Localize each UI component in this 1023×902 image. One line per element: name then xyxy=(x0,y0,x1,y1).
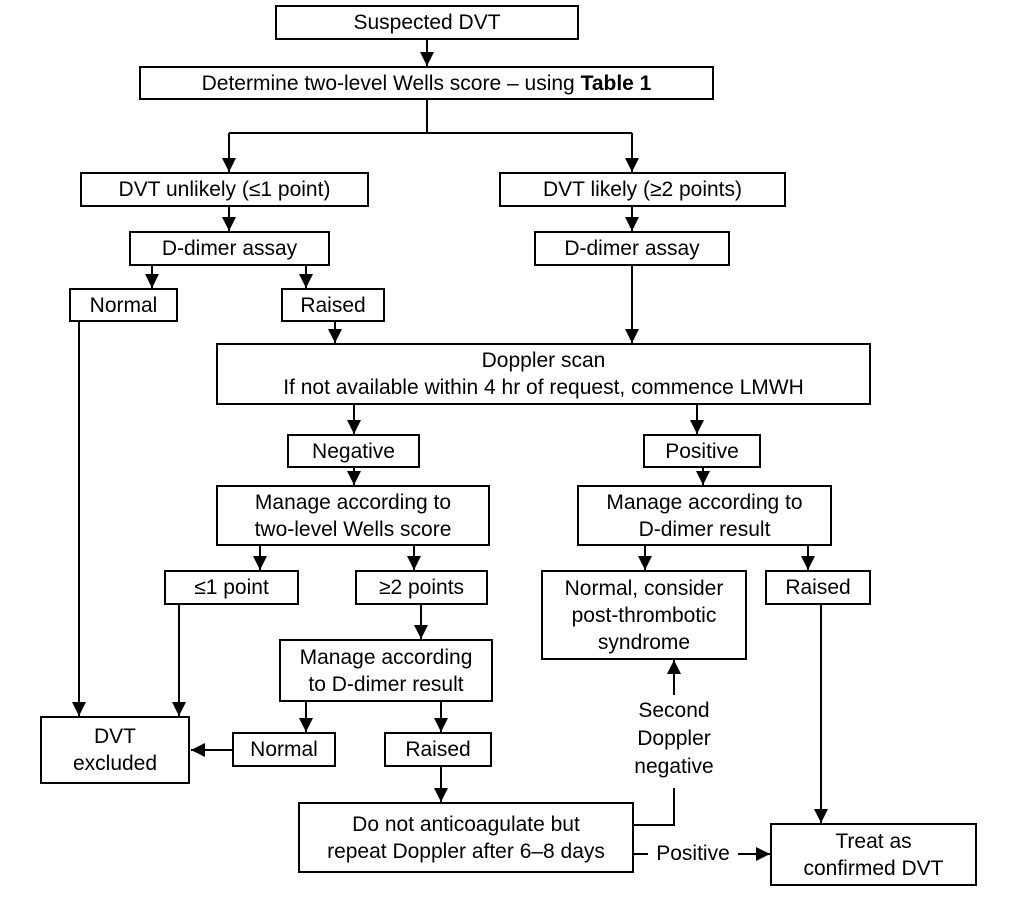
normal-top-box: Normal xyxy=(69,288,178,322)
suspected-dvt-text: Suspected DVT xyxy=(353,11,501,34)
ge2-points-box: ≥2 points xyxy=(355,570,488,605)
normal-top-text: Normal xyxy=(89,293,158,317)
manage-ddimer-right-line1: Manage according to xyxy=(606,490,803,514)
d-dimer-right-box: D-dimer assay xyxy=(534,231,730,266)
dvt-unlikely-text: DVT unlikely (≤1 point) xyxy=(118,178,331,201)
repeat-doppler-line2: repeat Doppler after 6–8 days xyxy=(327,839,605,863)
le1-point-text: ≤1 point xyxy=(194,576,269,599)
arrow-repeat-to-second-negative xyxy=(634,788,675,826)
le1-point-box: ≤1 point xyxy=(164,570,299,605)
normal-pts-line2: post-thrombotic xyxy=(571,603,717,627)
manage-ddimer-mid-line1: Manage according xyxy=(299,645,473,669)
raised-right-box: Raised xyxy=(765,570,871,605)
raised-mid-text: Raised xyxy=(405,738,471,761)
positive-edge-label: Positive xyxy=(648,840,738,868)
normal-mid-box: Normal xyxy=(232,732,336,767)
positive-text: Positive xyxy=(665,439,739,463)
normal-mid-text: Normal xyxy=(250,738,318,761)
raised-right-text: Raised xyxy=(785,576,851,599)
suspected-dvt-box: Suspected DVT xyxy=(275,5,579,40)
doppler-scan-box: Doppler scan If not available within 4 h… xyxy=(216,343,871,405)
second-doppler-negative-line1: Second xyxy=(638,699,710,722)
dvt-likely-text: DVT likely (≥2 points) xyxy=(542,178,743,201)
second-doppler-negative-line3: negative xyxy=(634,755,714,778)
repeat-doppler-line1: Do not anticoagulate but xyxy=(352,812,580,836)
manage-ddimer-mid-box: Manage according to D-dimer result xyxy=(279,639,493,702)
wells-score-box: Determine two-level Wells score – using … xyxy=(139,66,714,100)
dvt-unlikely-box: DVT unlikely (≤1 point) xyxy=(80,172,369,207)
treat-confirmed-line1: Treat as xyxy=(835,829,912,853)
doppler-scan-title: Doppler scan xyxy=(481,349,606,372)
second-doppler-negative-line2: Doppler xyxy=(637,727,711,750)
second-doppler-negative-label: Second Doppler negative xyxy=(612,697,736,781)
raised-mid-box: Raised xyxy=(384,732,492,767)
table-1-reference: Table 1 xyxy=(580,71,652,95)
raised-top-box: Raised xyxy=(281,288,385,322)
repeat-doppler-box: Do not anticoagulate but repeat Doppler … xyxy=(298,802,634,873)
normal-pts-line1: Normal, consider xyxy=(564,576,724,600)
ge2-points-text: ≥2 points xyxy=(378,576,465,599)
d-dimer-left-text: D-dimer assay xyxy=(161,237,298,260)
dvt-excluded-line2: excluded xyxy=(72,752,158,775)
wells-score-text: Determine two-level Wells score – using … xyxy=(201,71,652,95)
normal-pts-line3: syndrome xyxy=(597,630,691,654)
negative-text: Negative xyxy=(312,439,395,463)
doppler-scan-note: If not available within 4 hr of request,… xyxy=(283,376,804,399)
treat-confirmed-box: Treat as confirmed DVT xyxy=(770,823,977,886)
manage-wells-box: Manage according to two-level Wells scor… xyxy=(216,485,490,546)
manage-wells-line1: Manage according to xyxy=(254,490,452,514)
d-dimer-right-text: D-dimer assay xyxy=(564,237,700,260)
manage-ddimer-right-line2: D-dimer result xyxy=(638,517,771,541)
manage-ddimer-mid-line2: to D-dimer result xyxy=(308,672,464,696)
raised-top-text: Raised xyxy=(300,293,366,317)
dvt-excluded-box: DVT excluded xyxy=(40,716,190,784)
dvt-excluded-line1: DVT xyxy=(94,725,136,748)
dvt-likely-box: DVT likely (≥2 points) xyxy=(499,172,786,207)
treat-confirmed-line2: confirmed DVT xyxy=(803,856,944,880)
d-dimer-left-box: D-dimer assay xyxy=(129,231,330,266)
normal-post-thrombotic-box: Normal, consider post-thrombotic syndrom… xyxy=(541,570,747,660)
manage-ddimer-right-box: Manage according to D-dimer result xyxy=(577,485,832,546)
negative-box: Negative xyxy=(287,434,420,468)
positive-edge-text: Positive xyxy=(656,842,730,865)
positive-box: Positive xyxy=(643,434,761,468)
manage-wells-line2: two-level Wells score xyxy=(254,517,452,541)
